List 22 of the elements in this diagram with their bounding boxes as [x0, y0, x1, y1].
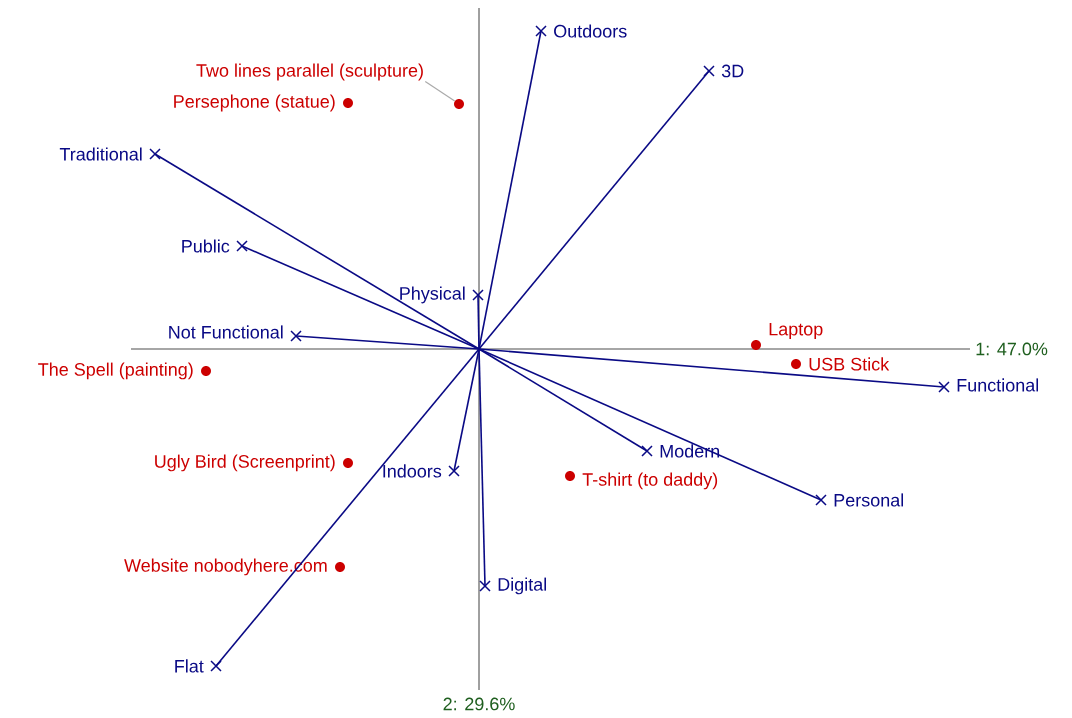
observation-label: Laptop: [751, 322, 823, 350]
point-marker: [454, 99, 464, 109]
observation-label: Ugly Bird (Screenprint): [155, 454, 353, 472]
variable-label: Digital: [479, 577, 546, 595]
variable-label: Indoors: [383, 464, 460, 478]
variable-label: 3D: [703, 64, 744, 78]
leader-line: [424, 81, 456, 102]
axis-label: 2: 29.6%: [443, 697, 515, 711]
variable-label: Functional: [938, 378, 1039, 393]
axis-label: 1: 47.0%: [976, 342, 1048, 356]
observation-label: USB Stick: [791, 357, 890, 371]
variable-label: Flat: [175, 659, 222, 673]
observation-label: Persephone (statue): [174, 94, 353, 112]
variable-label: Traditional: [59, 147, 161, 161]
variable-label: Personal: [815, 493, 903, 507]
observation-label: The Spell (painting): [38, 362, 211, 380]
variable-label: Public: [182, 239, 248, 253]
variable-label: Outdoors: [535, 24, 627, 38]
variable-label: Physical: [400, 286, 484, 304]
variable-label: Not Functional: [169, 325, 302, 342]
observation-label: T-shirt (to daddy): [565, 471, 718, 490]
observation-label: Two lines parallel (sculpture): [196, 63, 423, 81]
